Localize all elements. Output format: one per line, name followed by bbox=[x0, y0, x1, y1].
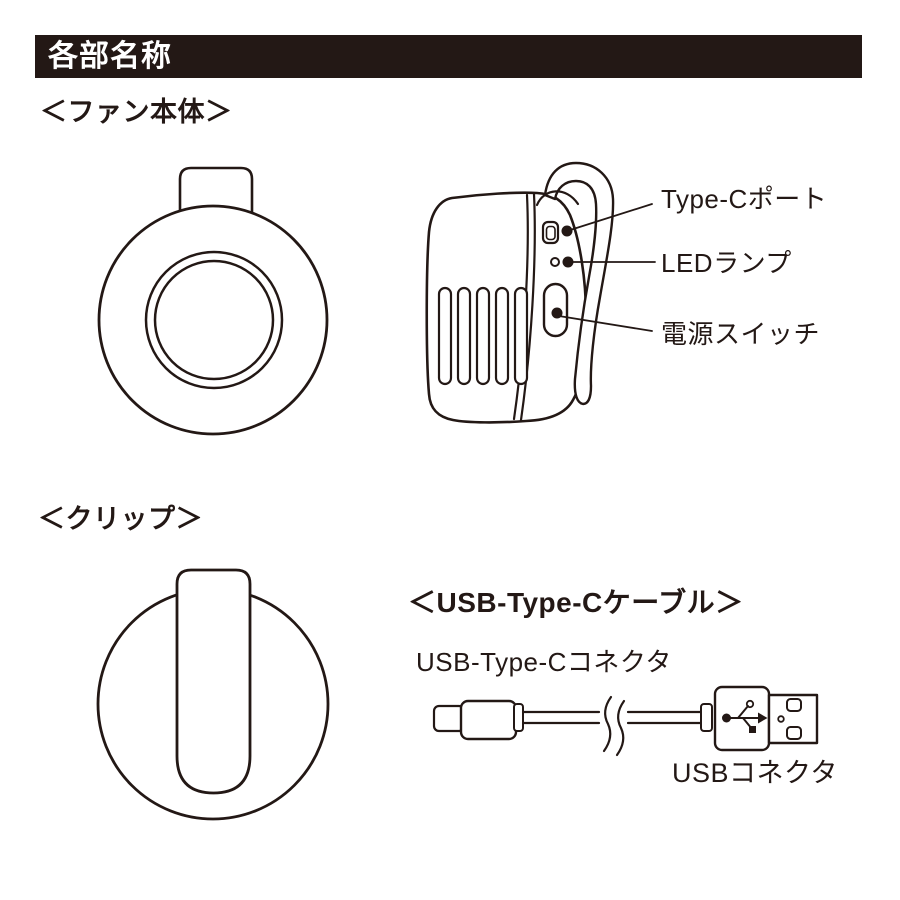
cable-heading: ＜USB-Type-Cケーブル＞ bbox=[408, 587, 744, 618]
section-header-bar: 各部名称 bbox=[35, 35, 862, 78]
usb-connector-label: USBコネクタ bbox=[672, 758, 838, 788]
usb-trident-icon bbox=[722, 699, 768, 733]
fan-side-vent-slots bbox=[437, 286, 529, 386]
usb-a-metal-plug bbox=[767, 693, 819, 745]
led-lamp-label: LEDランプ bbox=[661, 248, 792, 278]
fan-front-view-illustration bbox=[97, 166, 329, 436]
fan-front-outer-ring bbox=[97, 204, 329, 436]
led-indicator bbox=[550, 257, 560, 267]
clip-tab bbox=[175, 568, 252, 795]
fan-side-view-illustration bbox=[425, 161, 656, 424]
usb-a-plug-holes bbox=[777, 698, 802, 740]
leader-line-type-c bbox=[566, 203, 653, 232]
fan-side-hook bbox=[543, 161, 615, 406]
cable-collar-left bbox=[513, 703, 524, 732]
cable-collar-right bbox=[700, 703, 713, 732]
usb-cable-illustration bbox=[432, 685, 819, 757]
fan-front-inner-ring-outer bbox=[144, 250, 284, 390]
leader-line-power bbox=[558, 315, 653, 332]
fan-body-heading: ＜ファン本体＞ bbox=[40, 97, 233, 127]
fan-side-hinge-arc bbox=[535, 190, 580, 207]
cable-line-left bbox=[521, 710, 601, 725]
clip-illustration bbox=[96, 568, 330, 821]
cable-break-squiggle-right bbox=[615, 699, 626, 757]
type-c-port-label: Type-Cポート bbox=[661, 184, 828, 214]
cable-line-right bbox=[626, 710, 703, 725]
type-c-plug-tip bbox=[432, 704, 466, 733]
usb-type-c-connector-label: USB-Type-Cコネクタ bbox=[416, 647, 672, 677]
fan-side-edge-line-outer bbox=[519, 192, 536, 422]
clip-heading: ＜クリップ＞ bbox=[38, 504, 203, 534]
cable-break-squiggle-left bbox=[602, 695, 613, 753]
callout-dot-led bbox=[562, 256, 574, 268]
type-c-port bbox=[541, 220, 560, 245]
fan-front-inner-ring-inner bbox=[153, 259, 275, 381]
type-c-plug-body bbox=[459, 699, 518, 741]
page-title: 各部名称 bbox=[48, 40, 172, 73]
power-switch-label: 電源スイッチ bbox=[661, 319, 821, 349]
